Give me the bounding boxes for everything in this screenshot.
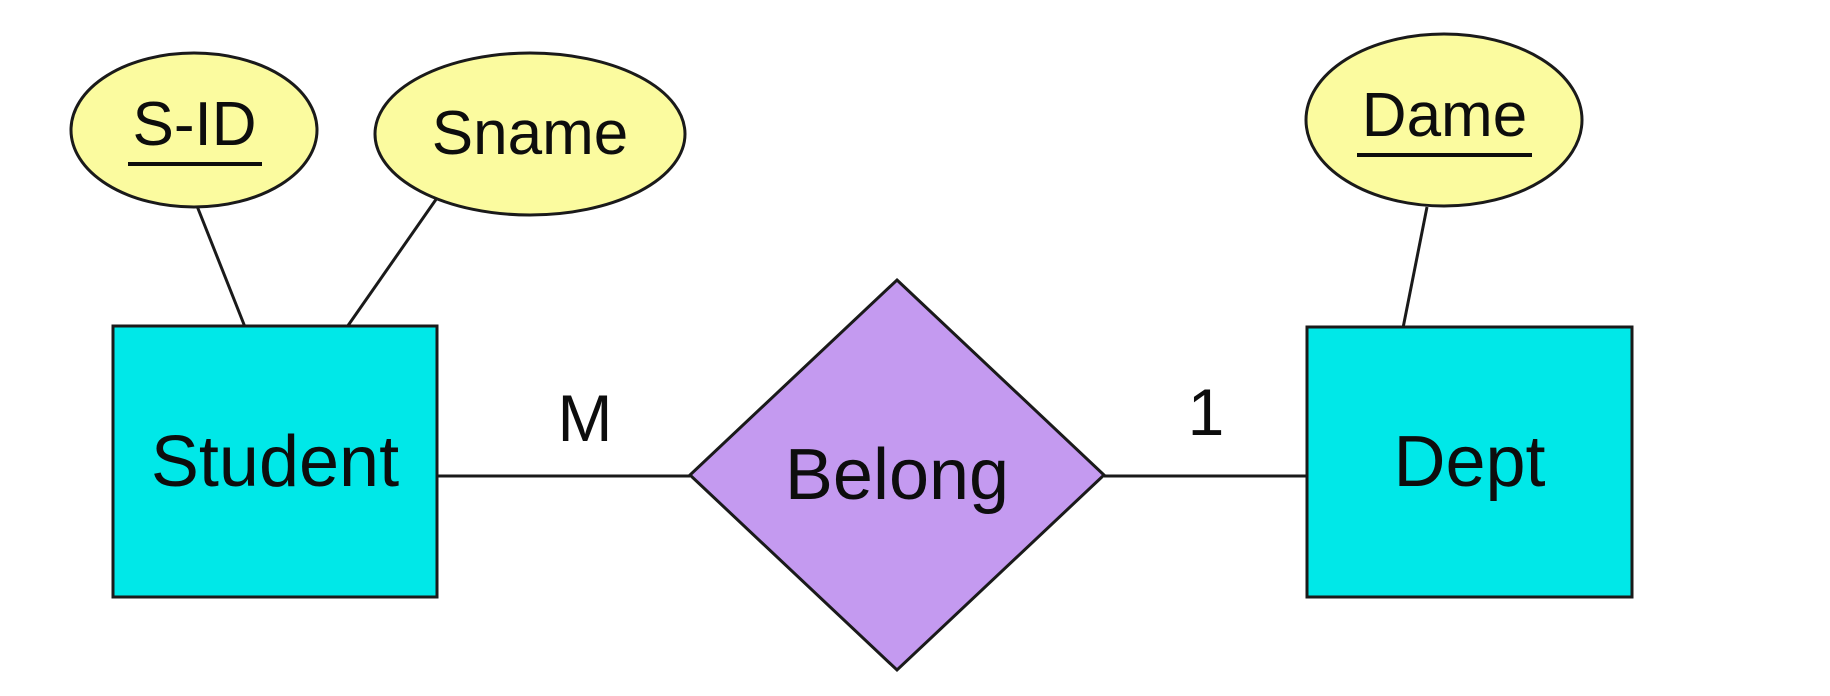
connector-dame-dept xyxy=(1401,206,1429,329)
connector-sname-student xyxy=(345,197,439,328)
attribute-ellipse-sid xyxy=(69,51,319,209)
attribute-ellipse-dame xyxy=(1304,32,1584,208)
connector-sid-student xyxy=(195,205,247,328)
relationship-diamond-belong xyxy=(687,277,1107,673)
entity-rect-student xyxy=(111,324,439,599)
entity-rect-dept xyxy=(1305,325,1634,599)
attribute-ellipse-sname xyxy=(373,51,687,217)
